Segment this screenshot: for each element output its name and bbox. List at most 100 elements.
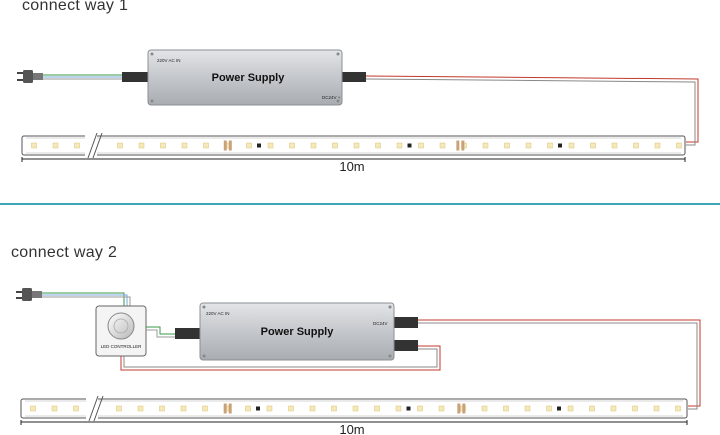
length-dimension: 10m	[20, 420, 688, 435]
psu-output-label: DC24V +	[322, 95, 341, 100]
cut-point-icon	[456, 140, 465, 151]
resistor-icon	[407, 143, 412, 148]
psu-input-label: 220V AC IN	[206, 311, 230, 316]
led-chip-icon	[202, 405, 208, 412]
led-chip-icon	[567, 405, 574, 412]
led-chip-icon	[181, 142, 188, 149]
led-chip-icon	[675, 405, 681, 412]
section-divider	[0, 203, 720, 205]
led-chip-icon	[503, 405, 509, 412]
led-chip-icon	[524, 405, 531, 412]
led-strip	[20, 398, 688, 419]
led-chip-icon	[676, 142, 682, 149]
led-chip-icon	[117, 142, 123, 149]
psu-output-connector	[392, 317, 418, 328]
dc-output-wire	[418, 319, 701, 410]
led-chip-icon	[31, 142, 37, 149]
power-supply: Power Supply 220V AC IN DC24V	[199, 302, 395, 361]
led-chip-icon	[633, 142, 639, 149]
resistor-icon	[558, 143, 562, 148]
psu-output-label: DC24V	[373, 321, 388, 326]
led-chip-icon	[30, 405, 36, 412]
led-chip-icon	[159, 405, 165, 412]
led-chip-icon	[116, 405, 122, 412]
strip-break-mark	[85, 132, 103, 159]
led-chip-icon	[331, 405, 337, 412]
psu-input-connector	[175, 328, 203, 339]
led-chip-icon	[52, 142, 59, 149]
strip-break-mark	[86, 395, 104, 422]
psu-output-connector	[392, 340, 418, 351]
led-chip-icon	[74, 142, 80, 149]
led-chip-icon	[653, 405, 660, 412]
led-chip-icon	[246, 142, 252, 149]
led-chip-icon	[309, 405, 316, 412]
section2-title: connect way 2	[11, 244, 118, 261]
led-chip-icon	[332, 142, 338, 149]
length-dimension: 10m	[21, 157, 686, 174]
led-chip-icon	[51, 405, 58, 412]
controller-psu-wire	[120, 326, 441, 371]
led-chip-icon	[266, 405, 273, 412]
led-chip-icon	[245, 405, 251, 412]
ac-input-wire	[43, 74, 122, 80]
resistor-icon	[557, 406, 561, 411]
led-chip-icon	[353, 142, 360, 149]
led-chip-icon	[288, 405, 294, 412]
led-chip-icon	[654, 142, 661, 149]
led-chip-icon	[568, 142, 575, 149]
led-chip-icon	[375, 142, 381, 149]
resistor-icon	[406, 406, 411, 411]
cut-point-icon	[223, 140, 232, 151]
cut-point-icon	[223, 403, 232, 414]
psu-input-label: 220V AC IN	[157, 58, 181, 63]
resistor-icon	[256, 406, 260, 411]
resistor-icon	[257, 143, 261, 148]
led-chip-icon	[289, 142, 295, 149]
led-chip-icon	[352, 405, 359, 412]
psu-output-connector	[340, 72, 366, 82]
dimmer-knob-icon	[107, 312, 135, 340]
led-chip-icon	[310, 142, 317, 149]
psu-input-connector	[122, 72, 148, 82]
led-chip-icon	[482, 142, 489, 149]
led-strip	[21, 135, 686, 156]
led-chip-icon	[73, 405, 79, 412]
ac-plug-icon	[16, 288, 42, 301]
led-chip-icon	[418, 142, 424, 149]
cut-point-icon	[457, 403, 466, 414]
led-chip-icon	[589, 405, 595, 412]
led-chip-icon	[438, 405, 445, 412]
led-chip-icon	[160, 142, 166, 149]
psu-title: Power Supply	[261, 326, 335, 338]
ac-plug-icon	[17, 70, 43, 83]
led-chip-icon	[590, 142, 596, 149]
led-chip-icon	[439, 142, 446, 149]
strip-length-label: 10m	[339, 422, 364, 435]
psu-title: Power Supply	[212, 72, 286, 84]
strip-length-label: 10m	[339, 159, 364, 174]
controller-label: LED CONTROLLER	[101, 344, 143, 349]
led-chip-icon	[547, 142, 553, 149]
led-chip-icon	[611, 142, 618, 149]
led-chip-icon	[137, 405, 144, 412]
led-chip-icon	[267, 142, 274, 149]
led-chip-icon	[180, 405, 187, 412]
led-chip-icon	[504, 142, 510, 149]
led-chip-icon	[632, 405, 638, 412]
led-chip-icon	[417, 405, 423, 412]
led-chip-icon	[138, 142, 145, 149]
led-controller: LED CONTROLLER	[95, 305, 147, 357]
section1-title: connect way 1	[22, 0, 129, 14]
led-chip-icon	[481, 405, 488, 412]
led-chip-icon	[395, 405, 402, 412]
led-chip-icon	[203, 142, 209, 149]
led-chip-icon	[374, 405, 380, 412]
dc-output-wire	[365, 75, 699, 146]
led-chip-icon	[525, 142, 532, 149]
power-supply: Power Supply 220V AC IN DC24V +	[147, 49, 343, 106]
led-chip-icon	[546, 405, 552, 412]
led-chip-icon	[610, 405, 617, 412]
led-chip-icon	[396, 142, 403, 149]
